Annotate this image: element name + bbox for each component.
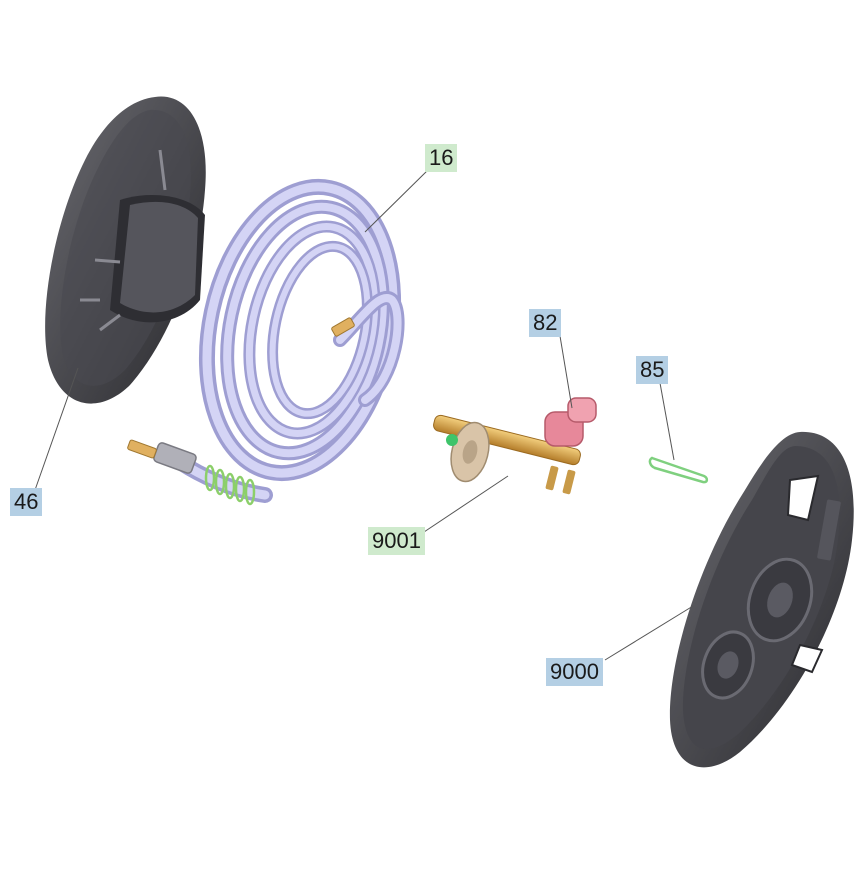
leader-82 xyxy=(559,335,573,409)
part-tag-46: 46 xyxy=(10,488,43,516)
leader-lines xyxy=(34,167,694,661)
part-tag-85: 85 xyxy=(636,356,669,384)
part-tag-16: 16 xyxy=(425,144,458,172)
leader-9000 xyxy=(604,605,694,661)
leader-85 xyxy=(659,382,675,461)
hose-coil-icon xyxy=(127,178,405,506)
part-tag-82: 82 xyxy=(529,309,562,337)
leader-9001 xyxy=(414,475,509,539)
elbow-connector-icon xyxy=(544,397,597,447)
axle-shaft-icon xyxy=(433,414,581,495)
part-tag-9000: 9000 xyxy=(546,658,603,686)
reel-front-disc-icon xyxy=(669,431,854,768)
retaining-clip-icon xyxy=(648,456,709,484)
leader-16 xyxy=(364,167,431,233)
part-tag-9001: 9001 xyxy=(368,527,425,555)
leader-46 xyxy=(34,367,79,491)
reel-side-disc-icon xyxy=(45,96,206,404)
